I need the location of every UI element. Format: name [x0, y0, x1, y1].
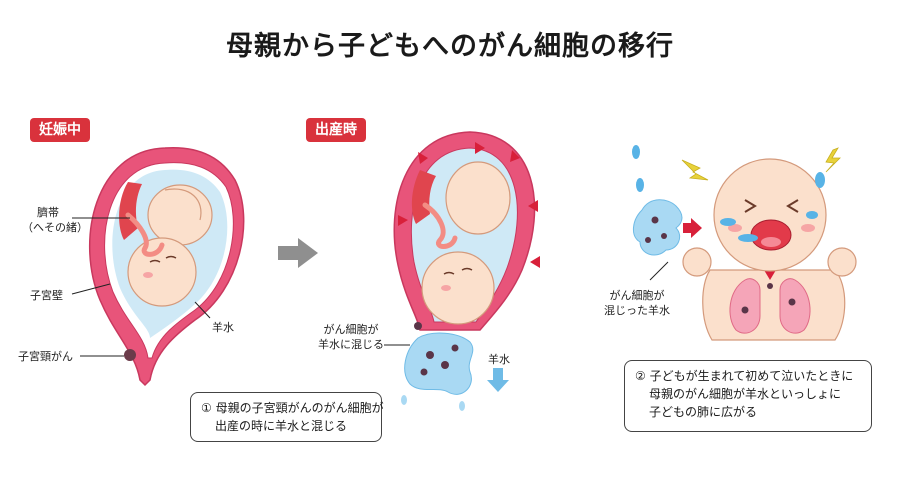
- caption-step-2: ② 子どもが生まれて初めて泣いたときに 母親のがん細胞が羊水といっしょに 子ども…: [624, 360, 872, 432]
- caption-step-1-line2: 出産の時に羊水と混じる: [215, 419, 348, 433]
- cells-mix-label: がん細胞が 羊水に混じる: [316, 322, 386, 352]
- umbilical-cord-label: 臍帯 （へその緒）: [22, 205, 88, 235]
- amniotic-fluid-label-1: 羊水: [212, 321, 234, 334]
- cervical-cancer-label: 子宮頸がん: [18, 350, 73, 363]
- newborn-crying: [632, 145, 857, 341]
- mixed-fluid-label: がん細胞が 混じった羊水: [598, 288, 676, 318]
- birth-badge: 出産時: [306, 118, 366, 142]
- caption-step-1-number: ①: [201, 401, 212, 415]
- umbilical-cord-text: 臍帯: [37, 206, 59, 219]
- transition-arrow: [278, 238, 318, 268]
- caption-step-1-line1: 母親の子宮頸がんのがん細胞が: [215, 401, 384, 415]
- pregnancy-uterus: [71, 146, 245, 387]
- birth-uterus: [384, 131, 540, 411]
- caption-step-2-line3: 子どもの肺に広がる: [649, 405, 758, 419]
- uterine-wall-label: 子宮壁: [30, 289, 63, 302]
- caption-step-2-line1: 子どもが生まれて初めて泣いたときに: [649, 369, 854, 383]
- caption-step-2-line2: 母親のがん細胞が羊水といっしょに: [649, 387, 842, 401]
- pregnancy-badge: 妊娠中: [30, 118, 90, 142]
- mixed-fluid-line1: がん細胞が: [609, 289, 665, 302]
- caption-step-1: ① 母親の子宮頸がんのがん細胞が 出産の時に羊水と混じる: [190, 392, 384, 442]
- umbilical-cord-note: （へその緒）: [22, 221, 88, 234]
- amniotic-fluid-label-2: 羊水: [488, 353, 510, 366]
- mixed-fluid-line2: 混じった羊水: [604, 304, 670, 317]
- caption-step-2-number: ②: [635, 369, 646, 383]
- page-title: 母親から子どもへのがん細胞の移行: [226, 31, 674, 62]
- cells-mix-line2: 羊水に混じる: [318, 338, 384, 351]
- cells-mix-line1: がん細胞が: [323, 323, 379, 336]
